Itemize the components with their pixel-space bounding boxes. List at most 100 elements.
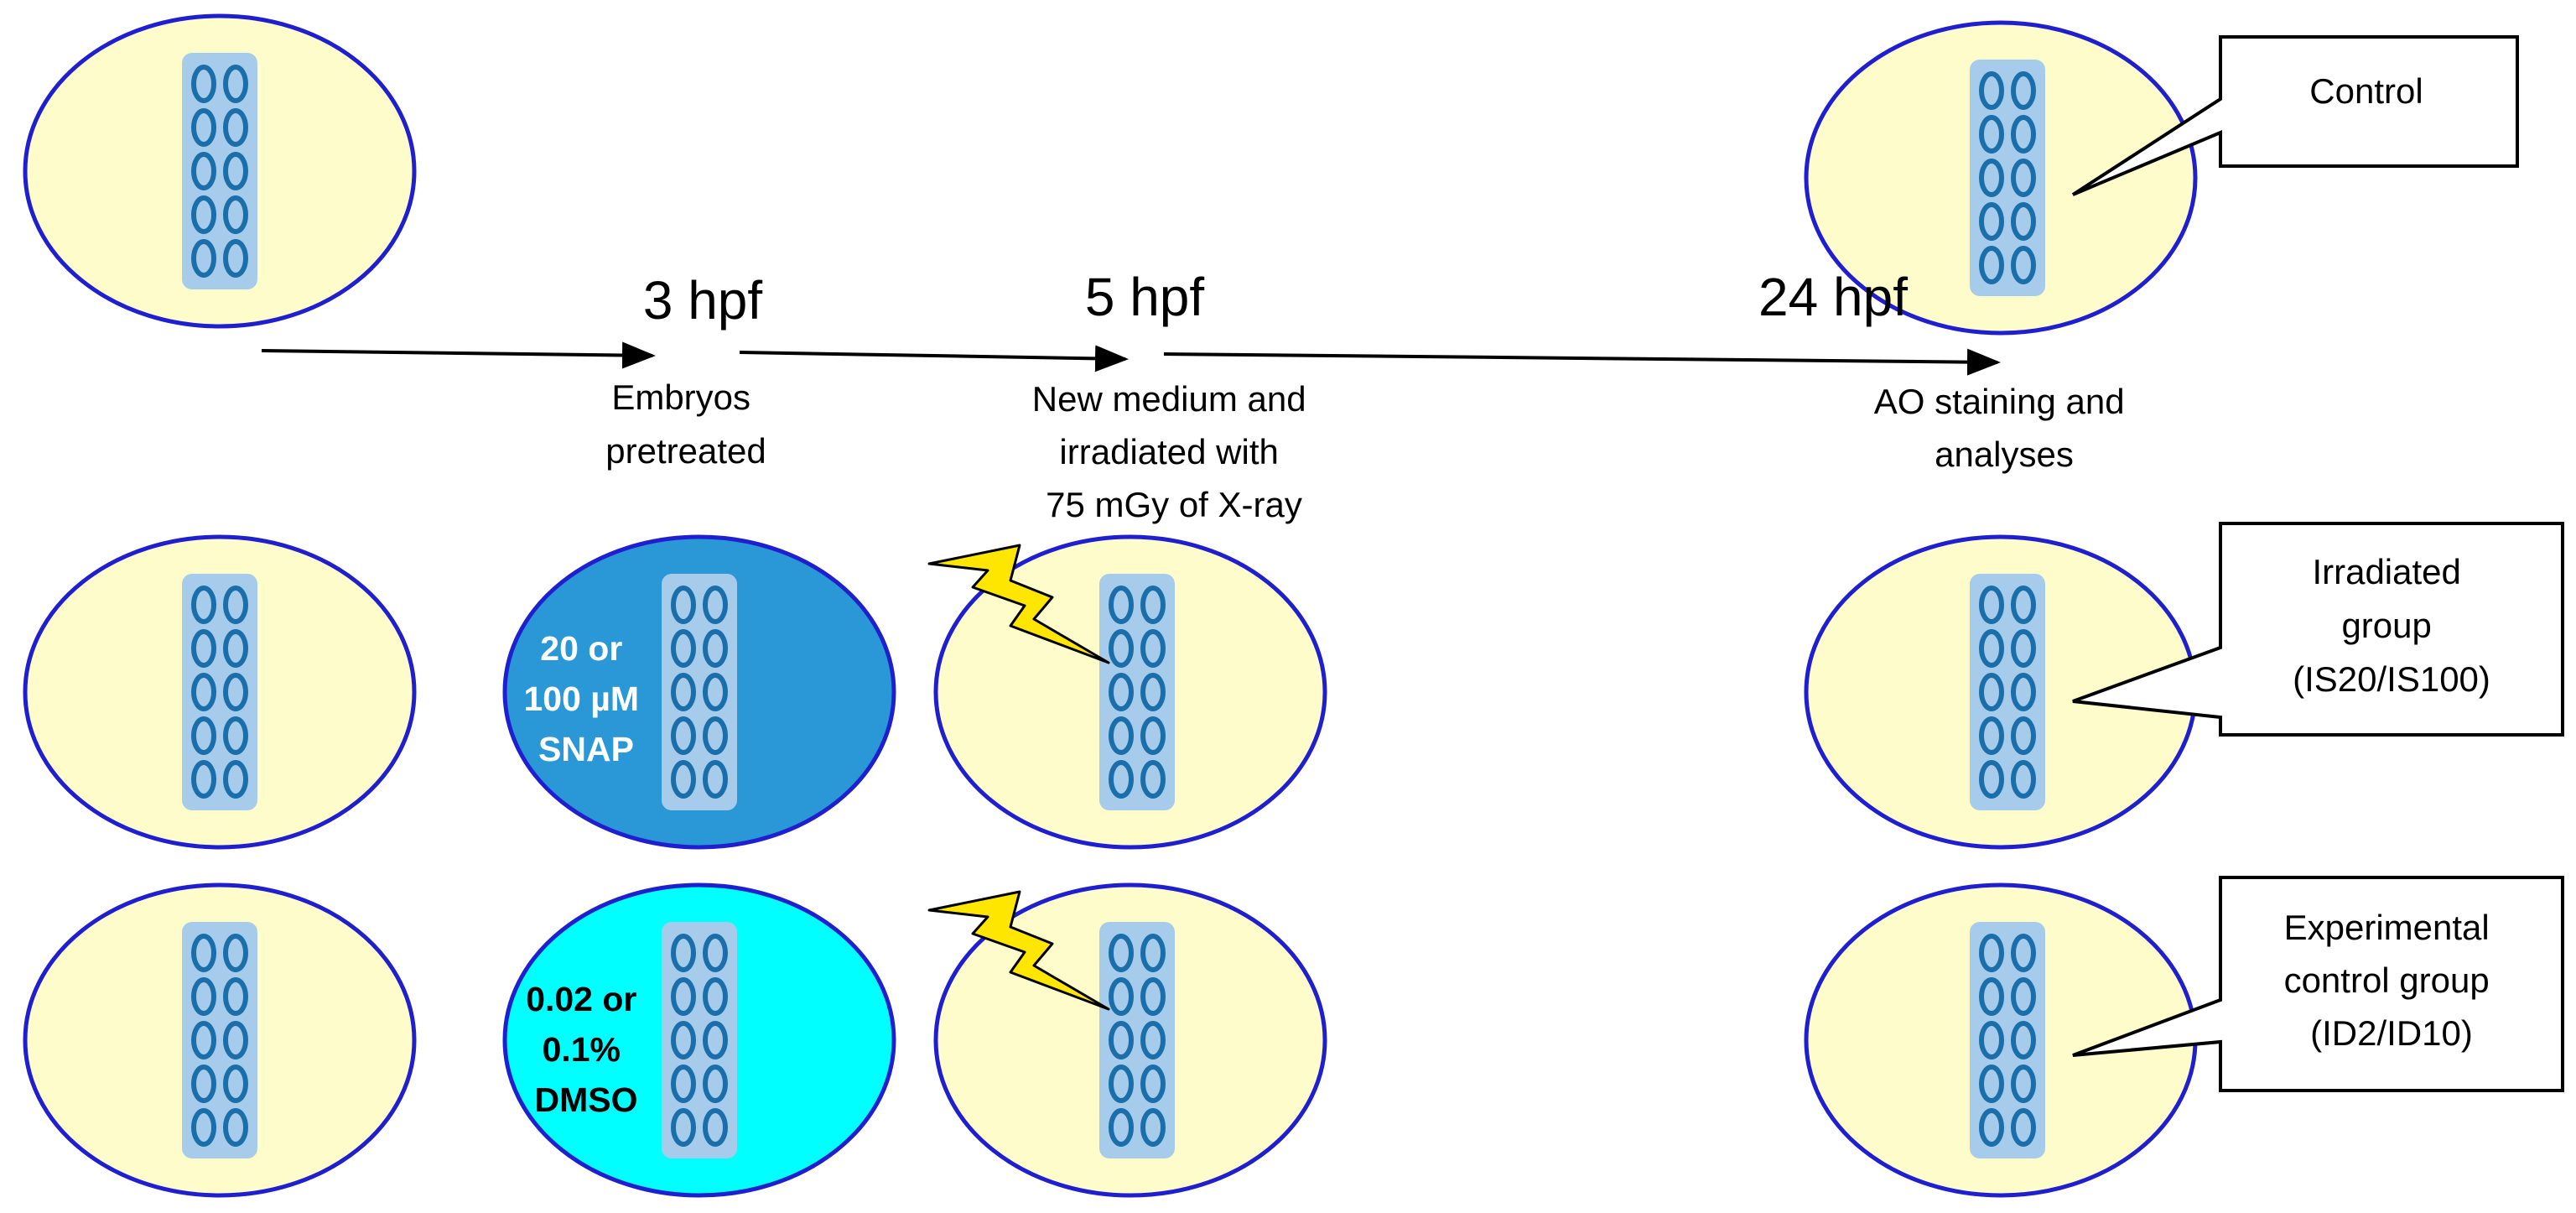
embryo bbox=[2011, 115, 2036, 154]
timeline-arrow-1 bbox=[261, 341, 656, 369]
callout-experimental: Experimental control group (ID2/ID10) bbox=[2072, 876, 2564, 1092]
embryo bbox=[671, 1065, 696, 1103]
embryo bbox=[1109, 977, 1134, 1016]
embryo bbox=[1109, 760, 1134, 799]
embryo bbox=[671, 977, 696, 1016]
dmso-treatment-label: 0.02 or 0.1% DMSO bbox=[526, 980, 647, 1119]
embryo bbox=[223, 195, 248, 234]
embryo bbox=[1979, 202, 2004, 241]
embryo bbox=[223, 239, 248, 278]
embryo bbox=[223, 1065, 248, 1103]
embryo bbox=[703, 760, 728, 799]
embryo bbox=[2011, 1065, 2036, 1103]
embryo bbox=[2011, 673, 2036, 711]
dish-irradiated-24hpf bbox=[1804, 534, 2198, 850]
embryo bbox=[191, 195, 216, 234]
timepoint-label-5hpf: 5 hpf bbox=[1085, 267, 1205, 327]
embryo bbox=[191, 586, 216, 624]
embryo bbox=[223, 934, 248, 972]
embryo bbox=[191, 1021, 216, 1059]
dish-dmso-pretreated bbox=[502, 882, 896, 1198]
embryo bbox=[223, 65, 248, 103]
embryo bbox=[703, 934, 728, 972]
embryo bbox=[1109, 673, 1134, 711]
embryo bbox=[1979, 716, 2004, 755]
dish-control-24hpf bbox=[1804, 20, 2198, 336]
embryo bbox=[2011, 934, 2036, 972]
embryo bbox=[1979, 629, 2004, 668]
embryo bbox=[2011, 716, 2036, 755]
embryo bbox=[1140, 1021, 1166, 1059]
dish-control-start bbox=[23, 13, 417, 329]
embryo bbox=[191, 239, 216, 278]
embryo bbox=[703, 1065, 728, 1103]
embryo bbox=[2011, 629, 2036, 668]
embryo bbox=[671, 586, 696, 624]
embryo bbox=[1140, 629, 1166, 668]
embryo bbox=[191, 716, 216, 755]
embryo bbox=[223, 760, 248, 799]
embryo bbox=[191, 977, 216, 1016]
embryo bbox=[671, 934, 696, 972]
callout-experimental-text: Experimental control group (ID2/ID10) bbox=[2284, 908, 2500, 1053]
step-analysis-label: AO staining and analyses bbox=[1874, 382, 2135, 474]
embryo bbox=[1979, 934, 2004, 972]
embryo bbox=[191, 934, 216, 972]
embryo bbox=[2011, 71, 2036, 110]
embryo bbox=[223, 716, 248, 755]
embryo bbox=[671, 673, 696, 711]
dish-snap-pretreated bbox=[502, 534, 896, 850]
embryo bbox=[671, 1108, 696, 1147]
embryo bbox=[703, 716, 728, 755]
embryo bbox=[2011, 159, 2036, 197]
embryo bbox=[2011, 246, 2036, 284]
embryo bbox=[1979, 586, 2004, 624]
embryo bbox=[2011, 586, 2036, 624]
dish-experimental-24hpf bbox=[1804, 882, 2198, 1198]
embryo bbox=[1109, 1021, 1134, 1059]
snap-treatment-label: 20 or 100 µM SNAP bbox=[524, 629, 649, 768]
embryo bbox=[2011, 760, 2036, 799]
embryo bbox=[191, 152, 216, 190]
embryo bbox=[1979, 977, 2004, 1016]
embryo bbox=[671, 760, 696, 799]
embryo bbox=[1979, 115, 2004, 154]
embryo bbox=[223, 108, 248, 147]
embryo bbox=[1140, 1065, 1166, 1103]
embryo bbox=[223, 1108, 248, 1147]
embryo bbox=[191, 1108, 216, 1147]
embryo bbox=[703, 1021, 728, 1059]
step-irradiate-label: New medium and irradiated with 75 mGy of… bbox=[1032, 379, 1316, 524]
callout-irradiated-text: Irradiated group (IS20/IS100) bbox=[2293, 552, 2490, 699]
embryo bbox=[223, 586, 248, 624]
embryo bbox=[671, 716, 696, 755]
timepoint-label-24hpf: 24 hpf bbox=[1758, 267, 1908, 327]
embryo bbox=[1979, 71, 2004, 110]
embryo bbox=[1979, 246, 2004, 284]
embryo bbox=[1140, 1108, 1166, 1147]
embryo bbox=[1109, 629, 1134, 668]
embryo bbox=[2011, 977, 2036, 1016]
embryo bbox=[1140, 977, 1166, 1016]
dishes-layer bbox=[23, 13, 2198, 1198]
embryo bbox=[1979, 1065, 2004, 1103]
embryo bbox=[1109, 1108, 1134, 1147]
embryo bbox=[223, 1021, 248, 1059]
embryo bbox=[703, 1108, 728, 1147]
lightning-icon bbox=[927, 544, 1110, 664]
embryo bbox=[223, 977, 248, 1016]
embryo bbox=[191, 65, 216, 103]
callout-control: Control bbox=[2071, 35, 2519, 196]
embryo bbox=[1140, 586, 1166, 624]
callout-control-text: Control bbox=[2309, 71, 2423, 111]
embryo bbox=[703, 673, 728, 711]
embryo bbox=[2011, 202, 2036, 241]
embryo bbox=[703, 586, 728, 624]
dish-experimental-start bbox=[23, 882, 417, 1198]
embryo bbox=[1109, 716, 1134, 755]
embryo bbox=[191, 108, 216, 147]
embryo bbox=[191, 673, 216, 711]
embryo bbox=[223, 629, 248, 668]
embryo bbox=[1979, 1108, 2004, 1147]
